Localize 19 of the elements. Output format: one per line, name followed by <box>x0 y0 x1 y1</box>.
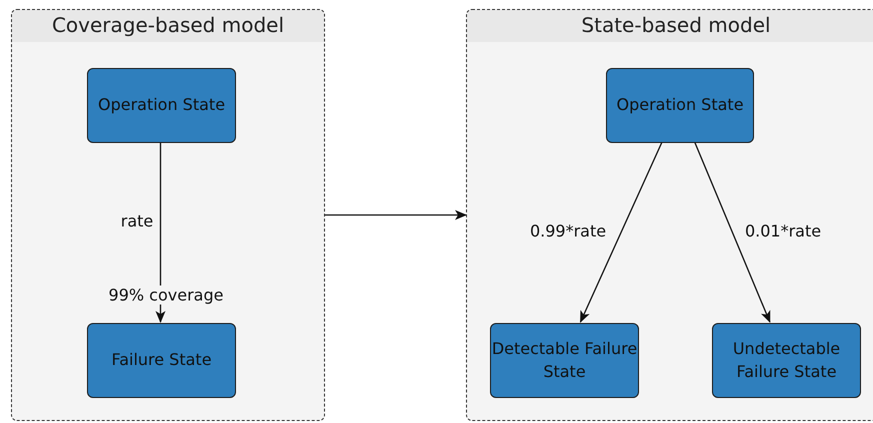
group-title: State-based model <box>580 13 772 37</box>
state-label: Failure State <box>111 349 212 372</box>
arrow <box>580 142 663 323</box>
arrow <box>325 210 467 220</box>
state-box <box>87 68 236 143</box>
state-label: Operation State <box>98 94 226 116</box>
state-label: Undetectable Failure State <box>732 338 842 382</box>
state-box <box>87 323 236 398</box>
state-label: Operation State <box>616 94 744 116</box>
arrow <box>156 142 166 323</box>
coverage-label: 99% coverage <box>108 286 224 304</box>
group-title: Coverage-based model <box>50 13 286 37</box>
model-group-box <box>466 9 873 421</box>
state-box <box>490 323 639 398</box>
state-box <box>712 323 861 398</box>
model-group-box <box>11 9 325 421</box>
state-box <box>606 68 754 143</box>
arrow <box>694 142 770 323</box>
state-label: Detectable Failure State <box>491 338 638 382</box>
